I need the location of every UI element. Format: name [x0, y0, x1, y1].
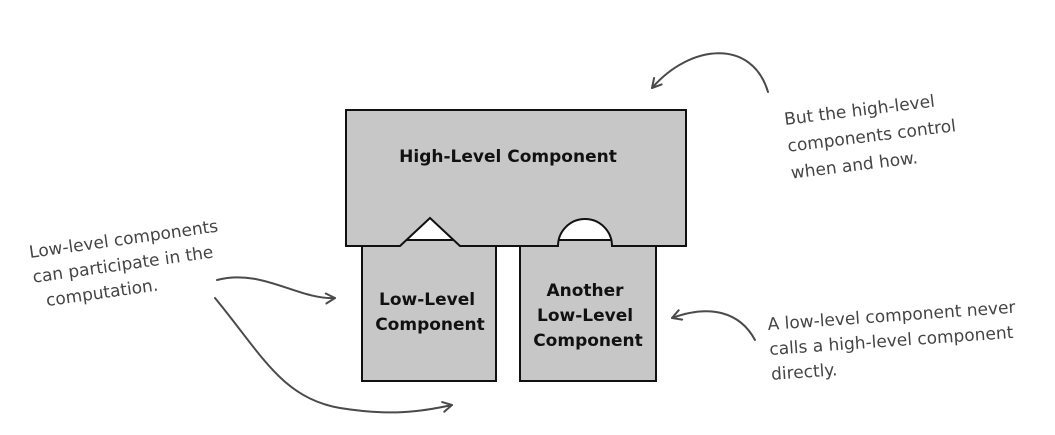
another-low-level-component-box [519, 239, 657, 382]
high-level-component-label: High-Level Component [399, 147, 617, 167]
annotation-high-level-control: But the high-level components control wh… [783, 89, 965, 184]
arrow-below-low-level-components [214, 297, 453, 414]
low-level-component-label: Low-Level Component [375, 290, 485, 335]
arrow-to-another-low-level-component [671, 309, 756, 341]
arrow-to-low-level-component [216, 276, 336, 305]
annotation-low-level-participate: Low-level components can participate in … [28, 216, 232, 313]
another-low-level-component-label: Another Low-Level Component [533, 281, 643, 351]
arrow-to-high-level-component [651, 52, 769, 93]
annotation-low-level-never-calls: A low-level component never calls a high… [767, 297, 1025, 385]
low-level-component-box [361, 239, 497, 382]
high-level-component-box [345, 109, 687, 247]
